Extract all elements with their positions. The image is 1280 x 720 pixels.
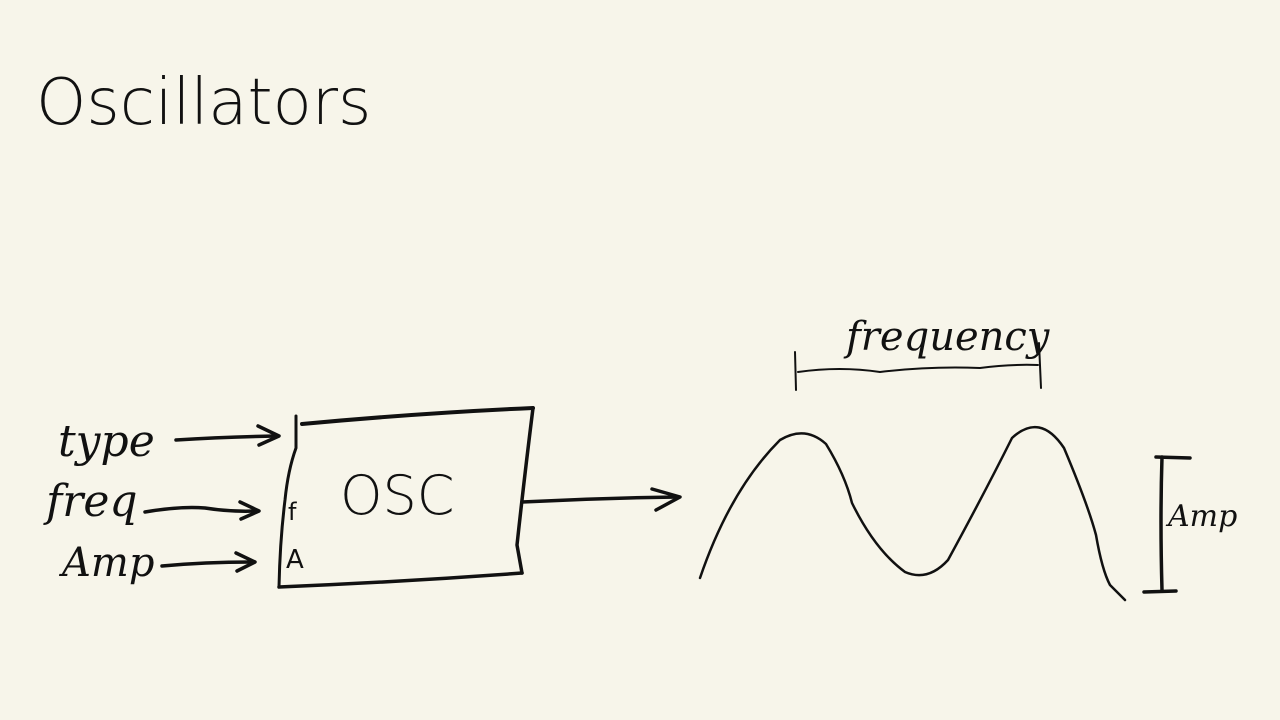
osc-block-label: OSC bbox=[340, 464, 455, 527]
osc-port-a: A bbox=[286, 545, 304, 575]
waveform-curve bbox=[698, 425, 1127, 602]
osc-port-f: f bbox=[288, 498, 297, 526]
input-arrow-type bbox=[174, 424, 281, 447]
input-arrow-amp bbox=[160, 551, 257, 573]
page-title: Oscillators bbox=[36, 66, 371, 140]
input-arrow-freq bbox=[143, 500, 261, 521]
frequency-label: frequency bbox=[843, 314, 1051, 360]
input-label-freq: freq bbox=[43, 476, 138, 527]
amp-marker-label: Amp bbox=[1165, 499, 1237, 534]
input-label-type: type bbox=[58, 416, 155, 467]
output-arrow bbox=[520, 487, 682, 512]
input-label-amp: Amp bbox=[58, 540, 154, 586]
osc-block bbox=[277, 406, 535, 589]
amplitude-marker bbox=[1142, 455, 1192, 594]
frequency-marker bbox=[794, 342, 1042, 391]
